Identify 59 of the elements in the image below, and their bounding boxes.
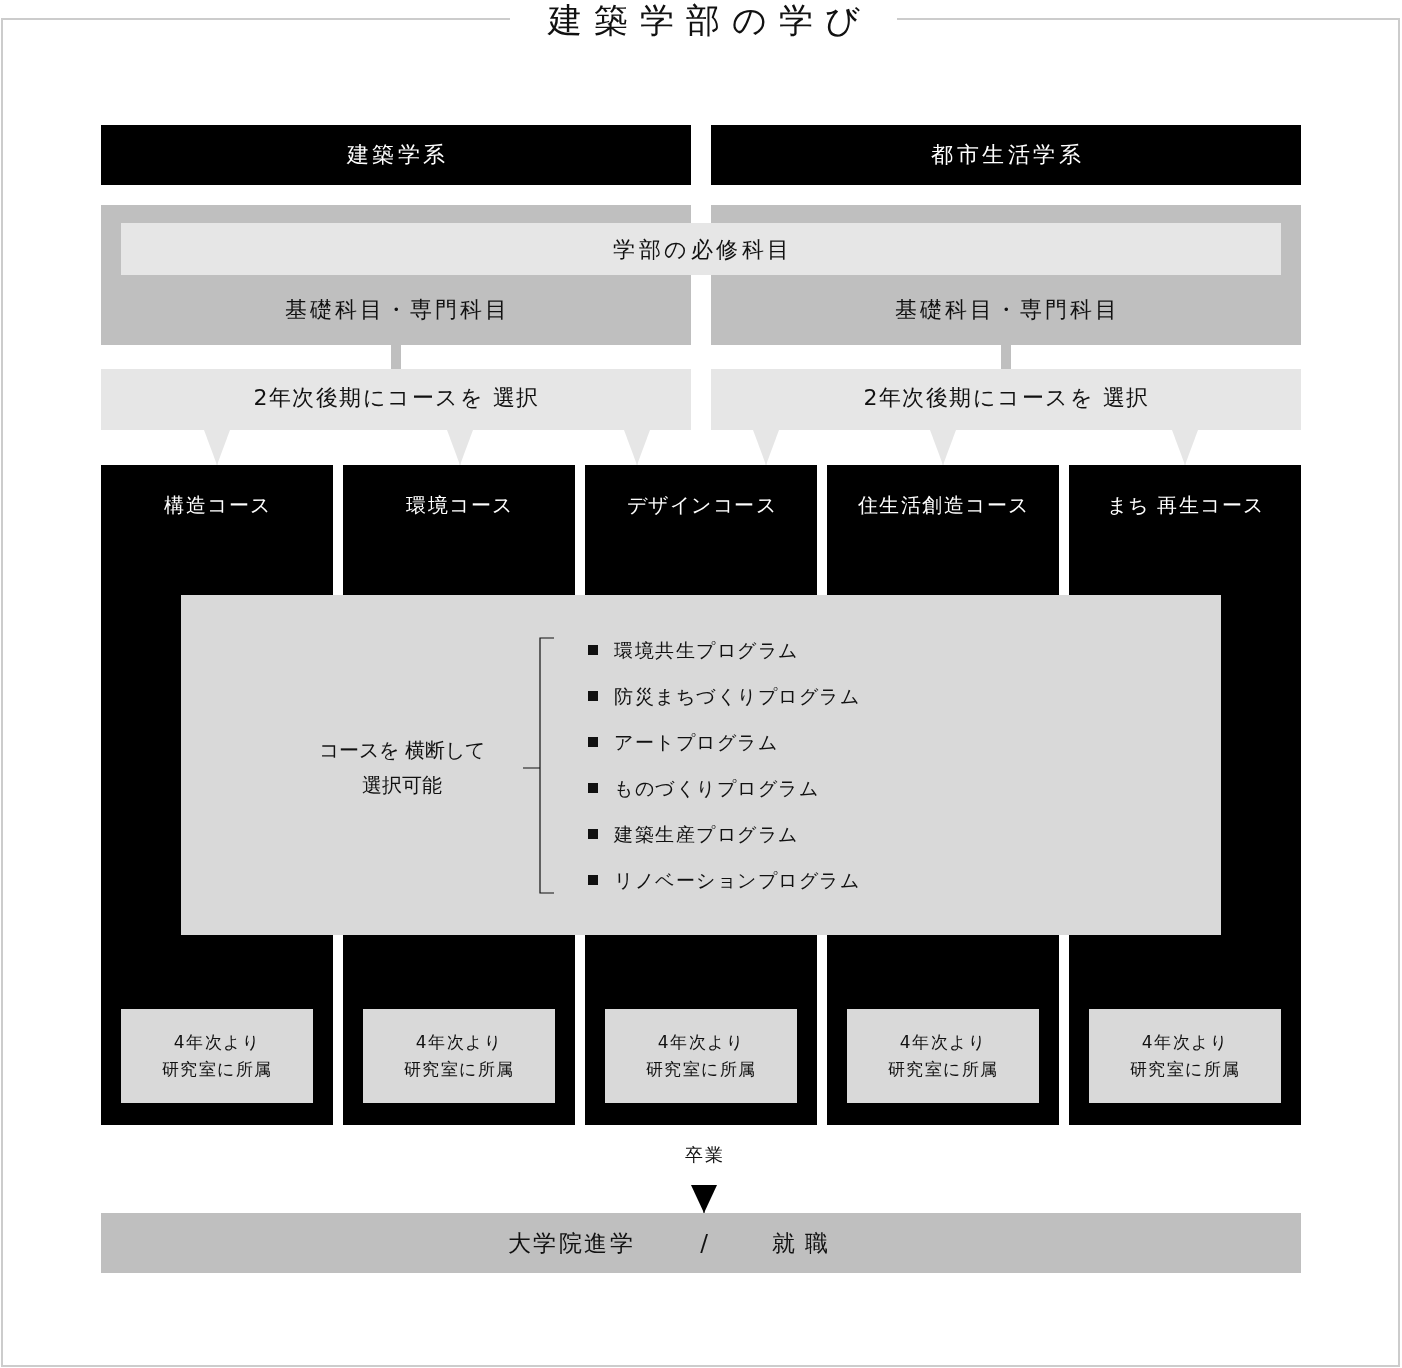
course-block	[343, 465, 575, 595]
lab-box	[1089, 1009, 1281, 1103]
lab-text: 4年次より研究室に所属	[886, 1031, 1000, 1081]
department-header	[711, 125, 1301, 185]
course-name: デザインコース	[625, 492, 777, 519]
lab-text: 4年次より研究室に所属	[1128, 1031, 1242, 1081]
department-header	[101, 125, 691, 185]
bubble-text: 2年次後期にコースを 選択	[252, 383, 540, 412]
band-label: 学部の必修科目	[612, 235, 793, 264]
program-name: ものづくりプログラム	[614, 775, 819, 801]
department-name: 建築学系	[345, 140, 449, 169]
destination-text: 大学院進学	[506, 1229, 635, 1258]
destination-text: 就職	[771, 1229, 838, 1258]
bubble-pointer	[447, 429, 473, 466]
program-name: 防災まちづくりプログラム	[614, 683, 860, 709]
course-block	[1069, 465, 1301, 595]
program-panel	[181, 595, 1221, 935]
course-name: 環境コース	[405, 492, 514, 519]
arrow	[691, 1184, 717, 1214]
course-name: 構造コース	[163, 492, 272, 519]
title: 建築学部の学び	[546, 0, 872, 40]
speech-bubble	[711, 369, 1301, 430]
destination-text: /	[700, 1229, 708, 1258]
column-block	[343, 935, 575, 1125]
subject-text: 基礎科目・専門科目	[894, 295, 1120, 324]
connector-bar	[391, 345, 401, 369]
department-name: 都市生活学系	[930, 140, 1085, 169]
lab-text: 4年次より研究室に所属	[402, 1031, 516, 1081]
speech-bubble	[101, 369, 691, 430]
column-block	[1069, 935, 1301, 1125]
lab-box	[363, 1009, 555, 1103]
bubble-text: 2年次後期にコースを 選択	[862, 383, 1150, 412]
bubble-pointer	[624, 429, 650, 466]
lab-box	[121, 1009, 313, 1103]
lab-box	[605, 1009, 797, 1103]
program-name: 建築生産プログラム	[614, 821, 799, 847]
lab-text: 4年次より研究室に所属	[160, 1031, 274, 1081]
subject-text: 基礎科目・専門科目	[284, 295, 510, 324]
panel-text: コースを 横断して選択可能	[317, 737, 487, 799]
course-name: 住生活創造コース	[856, 492, 1030, 519]
lab-box	[847, 1009, 1039, 1103]
column-block	[585, 935, 817, 1125]
destination-band	[101, 1213, 1301, 1273]
course-block	[585, 465, 817, 595]
column-block	[101, 935, 333, 1125]
bubble-pointer	[204, 429, 230, 466]
required-subjects-band	[121, 223, 1281, 275]
course-block	[827, 465, 1059, 595]
bubble-pointer	[930, 429, 956, 466]
program-name: 環境共生プログラム	[614, 637, 799, 663]
course-name: まち 再生コース	[1105, 492, 1265, 519]
course-block	[101, 465, 333, 595]
bubble-pointer	[1172, 429, 1198, 466]
lab-text: 4年次より研究室に所属	[644, 1031, 758, 1081]
program-name: アートプログラム	[614, 729, 778, 755]
program-name: リノベーションプログラム	[614, 867, 860, 893]
connector-bar	[1001, 345, 1011, 369]
column-block	[827, 935, 1059, 1125]
bubble-pointer	[753, 429, 779, 466]
